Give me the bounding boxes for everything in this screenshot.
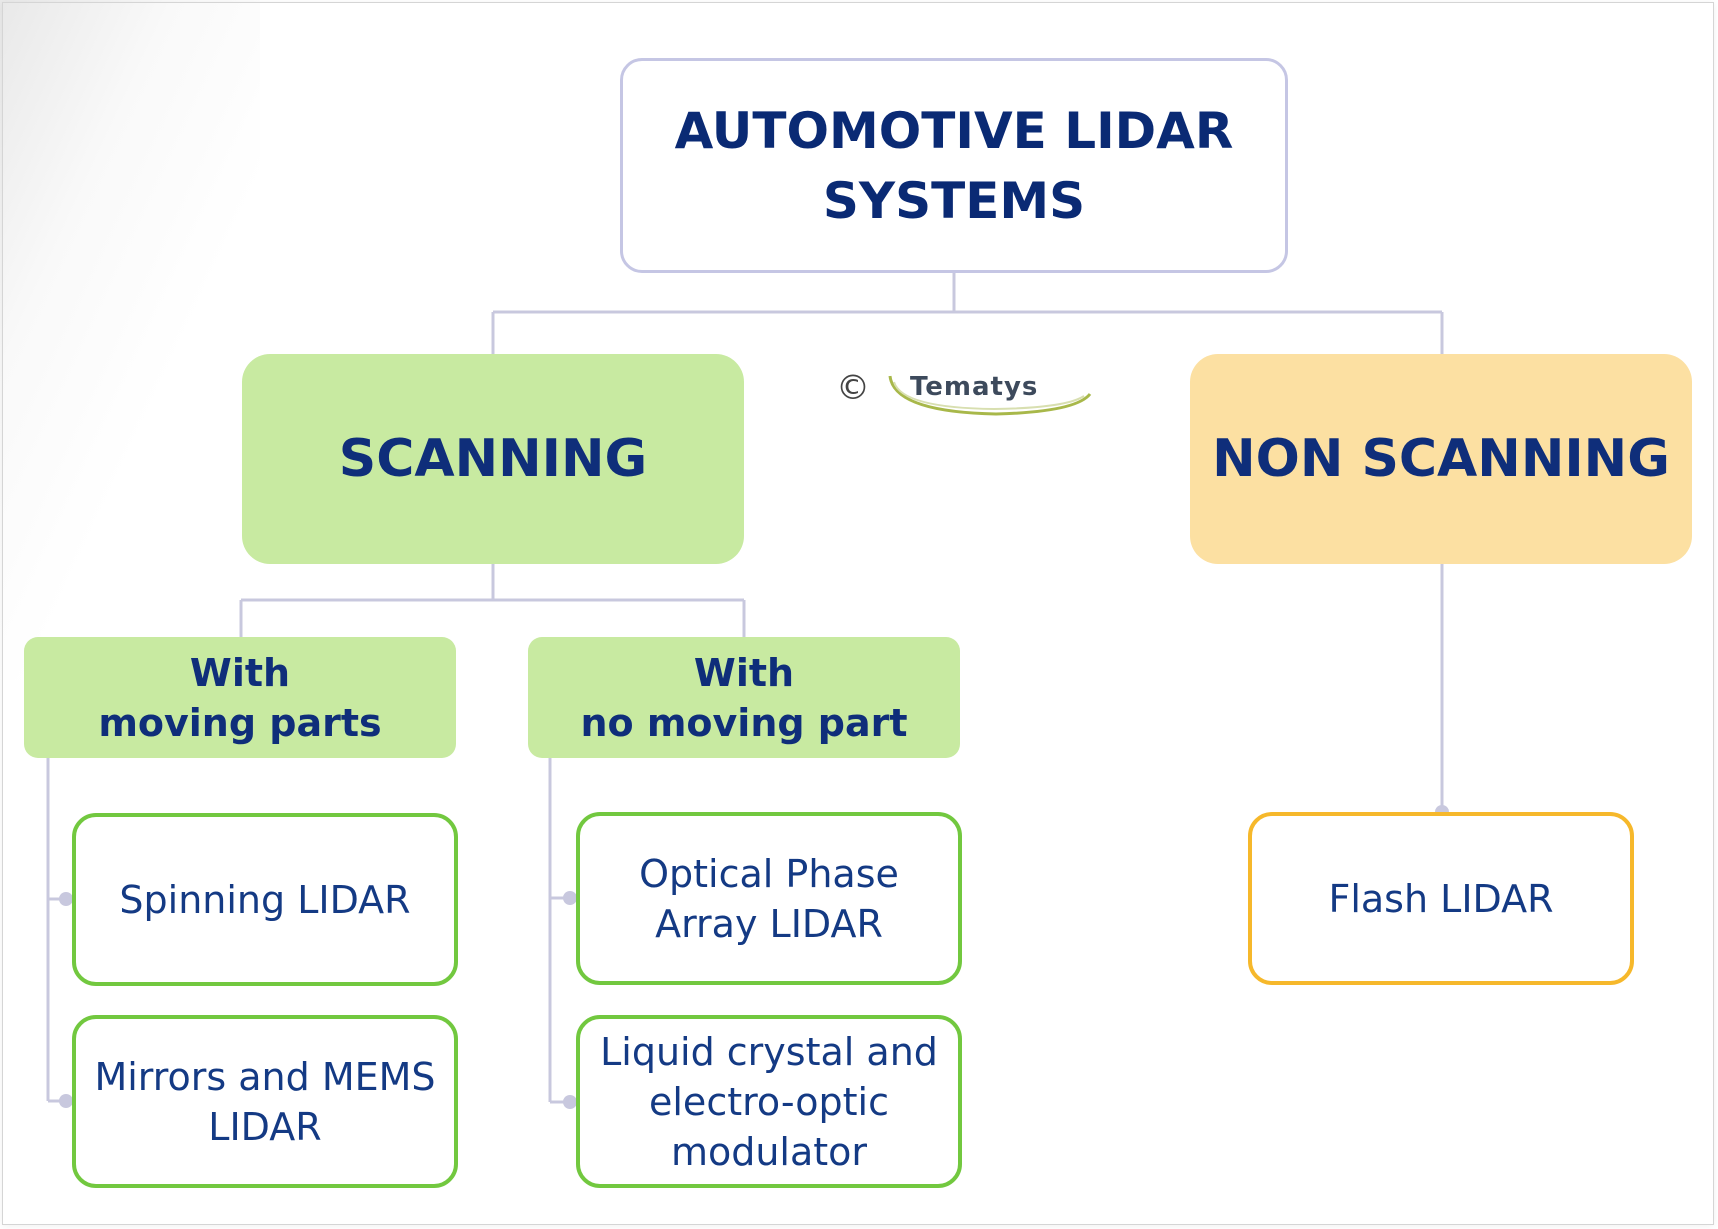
connector-moving-to-leaves: [46, 758, 72, 1103]
connector-dot-spinning: [59, 892, 73, 906]
background-swoosh: [0, 0, 260, 680]
category-non-scanning-label: NON SCANNING: [1212, 429, 1670, 489]
subcategory-moving-parts-label: With moving parts: [98, 650, 382, 745]
subcategory-no-moving-part-label: With no moving part: [580, 650, 908, 745]
connector-dot-optical: [563, 891, 577, 905]
root-label: AUTOMOTIVE LIDAR SYSTEMS: [674, 101, 1234, 230]
category-non-scanning: NON SCANNING: [1190, 354, 1692, 564]
leaf-optical-phase-array-lidar-label: Optical Phase Array LIDAR: [639, 851, 899, 946]
root-node: AUTOMOTIVE LIDAR SYSTEMS: [620, 58, 1288, 273]
subcategory-moving-parts: With moving parts: [24, 637, 456, 758]
leaf-flash-lidar: Flash LIDAR: [1248, 812, 1634, 985]
connector-root-to-categories: [491, 273, 1444, 354]
subcategory-no-moving-part: With no moving part: [528, 637, 960, 758]
leaf-spinning-lidar-label: Spinning LIDAR: [119, 877, 411, 922]
connector-scanning-to-subs: [239, 564, 746, 637]
connector-nomoving-to-leaves: [548, 758, 576, 1104]
leaf-spinning-lidar: Spinning LIDAR: [72, 813, 458, 986]
connector-dot-mirrors: [59, 1094, 73, 1108]
leaf-mirrors-mems-lidar: Mirrors and MEMS LIDAR: [72, 1015, 458, 1188]
leaf-mirrors-mems-lidar-label: Mirrors and MEMS LIDAR: [94, 1054, 436, 1149]
logo-swoosh-icon: [888, 375, 1092, 416]
connector-dot-liquid: [563, 1095, 577, 1109]
leaf-optical-phase-array-lidar: Optical Phase Array LIDAR: [576, 812, 962, 985]
leaf-flash-lidar-label: Flash LIDAR: [1328, 876, 1554, 921]
leaf-liquid-crystal-modulator: Liquid crystal and electro-optic modulat…: [576, 1015, 962, 1188]
category-scanning: SCANNING: [242, 354, 744, 564]
brand-name: Tematys: [910, 372, 1039, 402]
leaf-liquid-crystal-modulator-label: Liquid crystal and electro-optic modulat…: [600, 1029, 938, 1174]
tematys-watermark: © Tematys: [836, 362, 1092, 422]
category-scanning-label: SCANNING: [338, 429, 648, 489]
copyright-symbol: ©: [836, 368, 870, 408]
